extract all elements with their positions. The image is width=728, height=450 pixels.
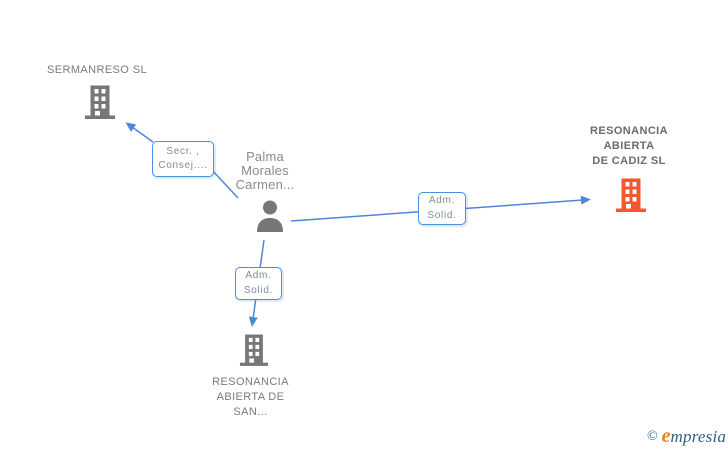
- relationship-line: Solid.: [243, 284, 274, 296]
- edge-secretary-to-sermanreso: [125, 122, 154, 143]
- empresia-logo[interactable]: ©empresia: [647, 425, 726, 448]
- relationship-line: Secr. ,: [166, 145, 200, 157]
- company-label-san[interactable]: RESONANCIA ABIERTA DE SAN...: [212, 376, 289, 418]
- relationship-box-secretary[interactable]: Secr. , Consej....: [152, 141, 214, 177]
- relationship-line: Adm.: [428, 195, 456, 206]
- building-icon-san[interactable]: [239, 333, 269, 367]
- company-label-sermanreso[interactable]: SERMANRESO SL: [47, 64, 147, 76]
- person-label-palma-morales[interactable]: Palma Morales Carmen...: [235, 149, 295, 192]
- relationship-box-admin-cadiz[interactable]: Adm. Solid.: [418, 192, 466, 225]
- logo-first-letter: e: [661, 425, 671, 447]
- person-icon[interactable]: [255, 200, 285, 232]
- company-label-cadiz[interactable]: RESONANCIA ABIERTA DE CADIZ SL: [590, 125, 668, 167]
- building-icon-cadiz[interactable]: [615, 178, 647, 212]
- copyright-icon: ©: [647, 429, 658, 444]
- relationship-line: Consej....: [158, 160, 208, 171]
- relationship-line: Adm.: [245, 270, 272, 281]
- building-icon-sermanreso[interactable]: [84, 85, 116, 119]
- relationship-box-admin-san[interactable]: Adm. Solid.: [235, 267, 282, 300]
- logo-text: mpresia: [670, 427, 727, 446]
- relationship-line: Solid.: [427, 209, 457, 221]
